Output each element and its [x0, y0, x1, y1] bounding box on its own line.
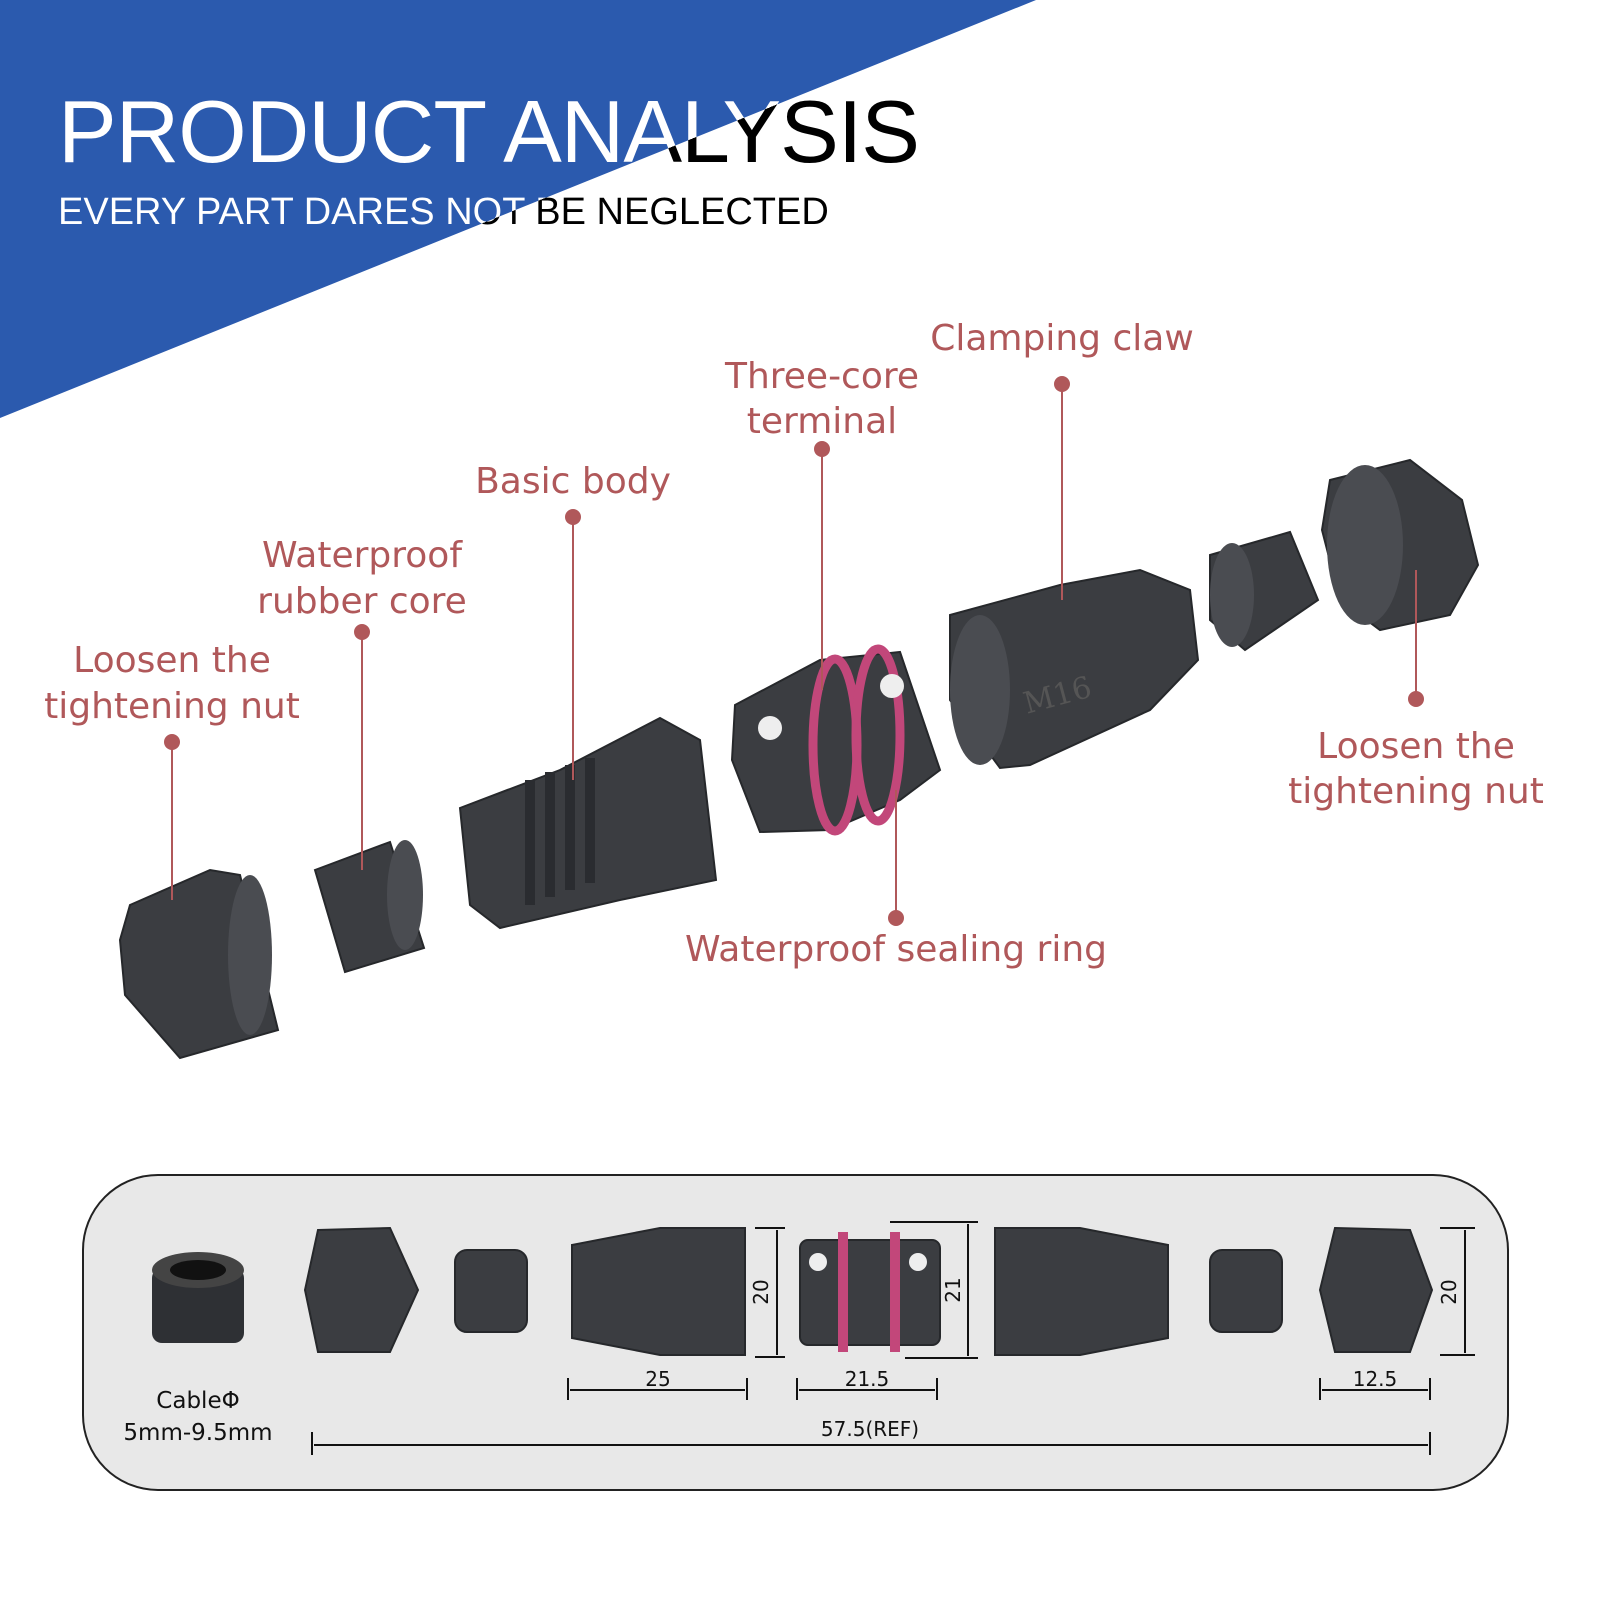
right-tightening-nut: [1320, 458, 1480, 632]
dim-terminal-length: 21.5: [796, 1367, 938, 1400]
svg-text:Waterproof sealing ring: Waterproof sealing ring: [685, 929, 1107, 970]
svg-text:20: 20: [1437, 1279, 1461, 1304]
svg-text:Loosen the: Loosen the: [1317, 726, 1515, 767]
side-core-right: [1209, 1249, 1283, 1333]
side-clamping-claw: [994, 1227, 1169, 1356]
clamping-claw: M16: [949, 568, 1200, 770]
cable-sleeve: [152, 1252, 244, 1343]
screw-icon: [880, 674, 904, 698]
label-rubber-core: Waterproof rubber core: [257, 535, 467, 870]
left-tightening-nut: [118, 868, 280, 1060]
svg-text:57.5(REF): 57.5(REF): [821, 1417, 919, 1441]
side-body: [571, 1227, 746, 1356]
side-core-left: [454, 1249, 528, 1333]
basic-body: [458, 716, 718, 930]
svg-text:tightening nut: tightening nut: [1288, 771, 1544, 812]
dim-terminal-height: 21: [890, 1221, 978, 1359]
svg-text:21: 21: [941, 1277, 965, 1302]
svg-text:terminal: terminal: [747, 401, 897, 442]
side-terminal: [799, 1232, 941, 1352]
svg-text:tightening nut: tightening nut: [44, 686, 300, 727]
right-rubber-core: [1209, 530, 1320, 652]
dim-total-length: 57.5(REF): [311, 1417, 1431, 1455]
screw-icon: [758, 716, 782, 740]
svg-text:12.5: 12.5: [1353, 1367, 1398, 1391]
dim-nut-length: 12.5: [1319, 1367, 1431, 1400]
dimension-panel: CableΦ 5mm-9.5mm 25 21.5 12.5 57.5(REF): [82, 1174, 1509, 1491]
svg-text:20: 20: [749, 1279, 773, 1304]
label-nut-right: Loosen the tightening nut: [1288, 570, 1544, 812]
label-nut-left: Loosen the tightening nut: [44, 640, 300, 900]
cable-diameter-range: 5mm-9.5mm: [123, 1420, 272, 1446]
svg-text:rubber core: rubber core: [257, 581, 467, 622]
side-nut-left: [303, 1226, 420, 1353]
side-nut-right: [1318, 1226, 1434, 1353]
page-title: PRODUCT ANALYSIS: [58, 82, 920, 181]
page-subtitle: EVERY PART DARES NOT BE NEGLECTED: [58, 191, 829, 233]
svg-text:Clamping claw: Clamping claw: [930, 318, 1194, 359]
label-terminal: Three-core terminal: [724, 356, 919, 690]
dim-nut-height: 20: [1437, 1227, 1475, 1356]
svg-text:21.5: 21.5: [845, 1367, 890, 1391]
cable-diameter-label: CableΦ: [156, 1388, 239, 1414]
label-basic-body: Basic body: [475, 461, 671, 780]
label-sealing-ring: Waterproof sealing ring: [685, 790, 1107, 970]
svg-text:Basic body: Basic body: [475, 461, 671, 502]
svg-text:Three-core: Three-core: [724, 356, 919, 397]
svg-text:Waterproof: Waterproof: [262, 535, 463, 576]
dim-body-height: 20: [749, 1227, 785, 1358]
label-clamping-claw: Clamping claw: [930, 318, 1194, 600]
svg-text:25: 25: [645, 1367, 670, 1391]
three-core-terminal: [730, 644, 942, 836]
left-rubber-core: [313, 840, 426, 974]
svg-text:Loosen the: Loosen the: [73, 640, 271, 681]
dim-body-length: 25: [567, 1367, 748, 1400]
